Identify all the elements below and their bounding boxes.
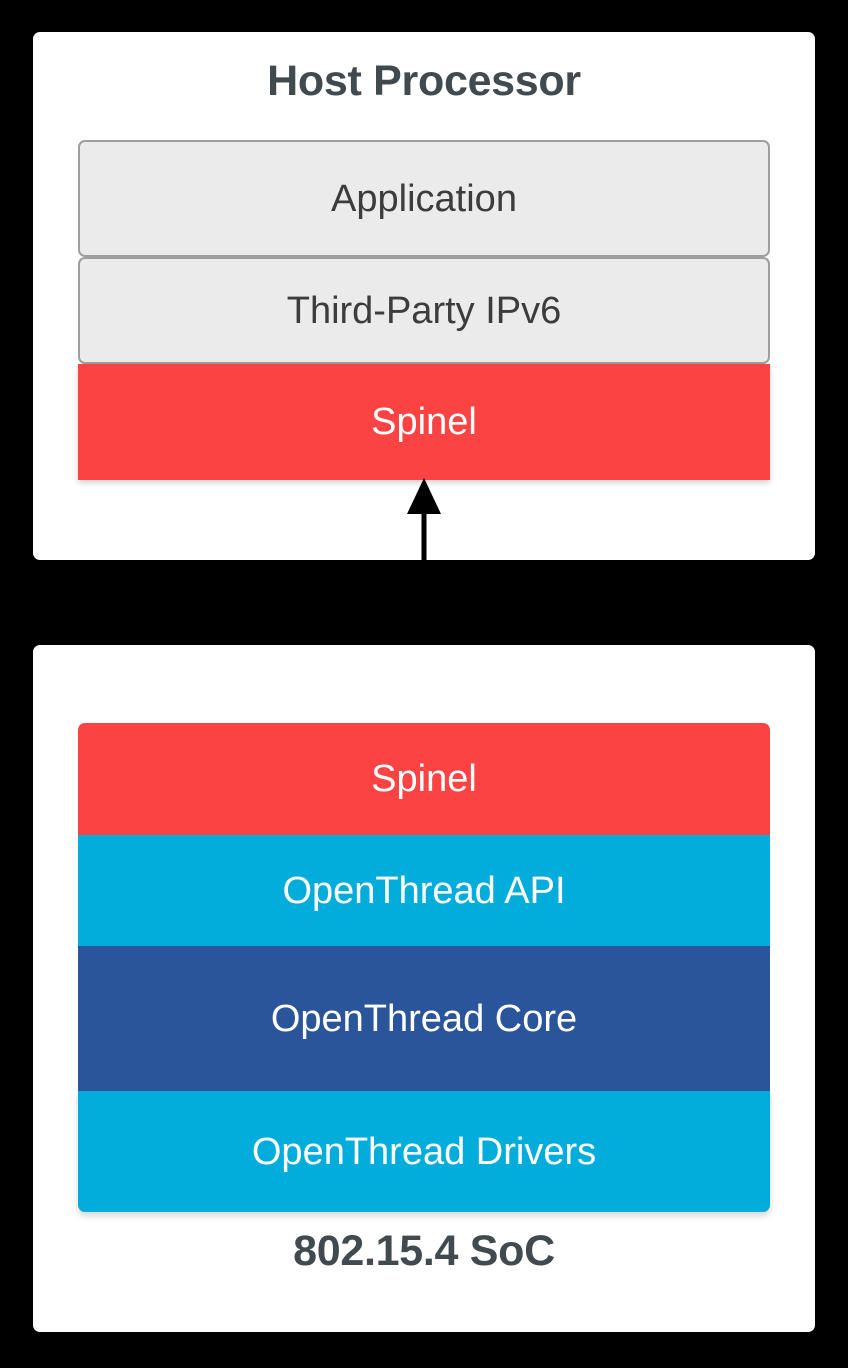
layer-openthread-core: OpenThread Core	[78, 946, 770, 1091]
soc-title: 802.15.4 SoC	[293, 1227, 555, 1275]
layer-openthread-core-label: OpenThread Core	[270, 997, 578, 1040]
host-processor-title: Host Processor	[267, 57, 581, 105]
layer-spinel-host-label: Spinel	[371, 401, 477, 443]
layer-openthread-drivers-label: OpenThread Drivers	[251, 1130, 597, 1173]
layer-spinel-host: Spinel	[78, 364, 770, 480]
layer-spinel-soc-label: Spinel	[371, 758, 477, 800]
layer-openthread-api-label: OpenThread API	[282, 869, 566, 912]
layer-application: Application	[78, 140, 770, 257]
layer-third-party-ipv6-label: Third-Party IPv6	[286, 289, 562, 332]
layer-spinel-soc: Spinel	[78, 723, 770, 835]
layer-openthread-drivers: OpenThread Drivers	[78, 1091, 770, 1212]
layer-third-party-ipv6: Third-Party IPv6	[78, 257, 770, 364]
layer-openthread-api: OpenThread API	[78, 835, 770, 946]
layer-application-label: Application	[331, 177, 517, 220]
